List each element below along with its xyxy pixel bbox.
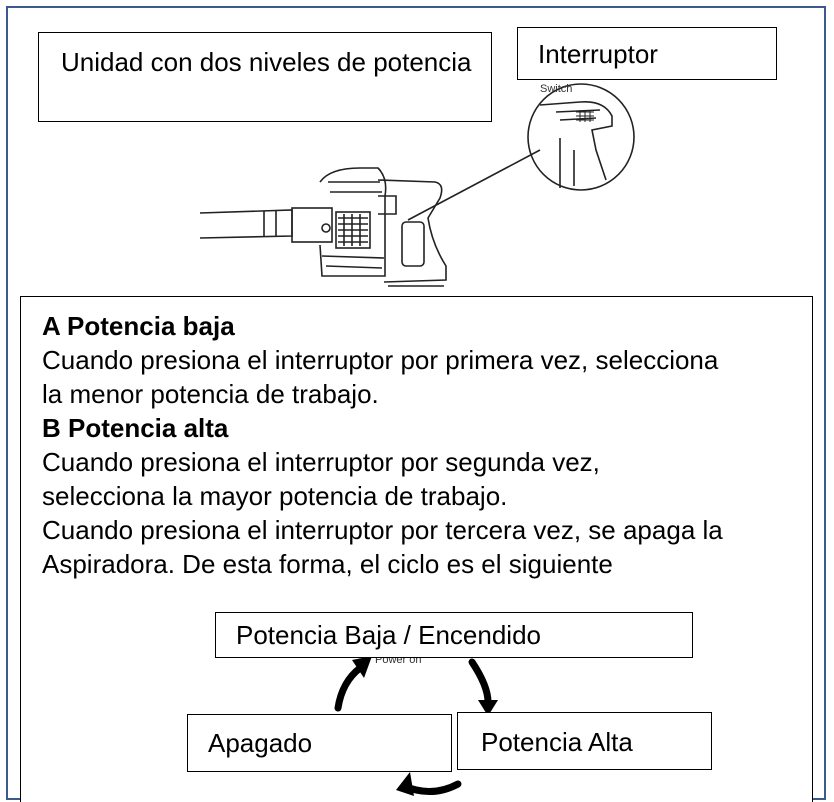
off-text-1: Cuando presiona el interruptor por terce… [42,515,723,545]
cycle-off-text: Apagado [208,728,313,758]
unit-callout-text: Unidad con dos niveles de potencia [61,47,472,77]
arrow-low-to-high [468,658,492,706]
switch-label-faded: Switch [540,83,572,95]
low-power-text-1: Cuando presiona el interruptor por prime… [42,345,719,375]
low-power-title: A Potencia baja [42,311,235,341]
unit-callout: Unidad con dos niveles de potencia [38,32,492,122]
cycle-high-power: Potencia Alta [457,712,712,770]
cycle-low-text: Potencia Baja / Encendido [236,620,541,650]
arrow-off-to-low [334,664,364,712]
high-power-text-2: selecciona la mayor potencia de trabajo. [42,481,508,511]
high-power-text-1: Cuando presiona el interruptor por segun… [42,447,600,477]
cycle-low-power-on: Potencia Baja / Encendido [215,612,693,658]
cycle-high-text: Potencia Alta [481,727,633,757]
low-power-text-2: la menor potencia de trabajo. [42,379,379,409]
switch-callout: Interruptor [517,27,777,80]
cycle-off: Apagado [187,714,452,772]
high-power-title: B Potencia alta [42,413,229,443]
off-text-2: Aspiradora. De esta forma, el ciclo es e… [42,549,613,579]
switch-callout-text: Interruptor [538,39,658,69]
